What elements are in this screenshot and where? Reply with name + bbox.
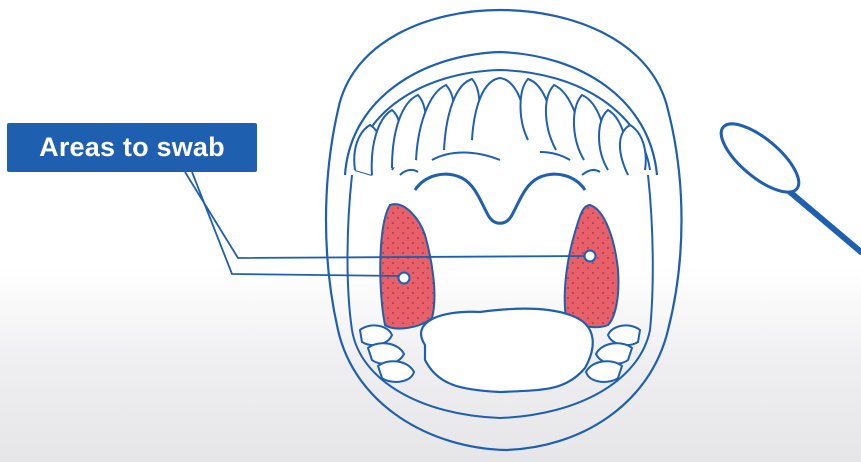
cavity-side-right — [648, 175, 653, 330]
left-tonsil — [380, 204, 434, 328]
right-tonsil — [565, 205, 619, 327]
tongue — [421, 309, 593, 392]
cotton-swab-icon — [711, 113, 861, 252]
cavity-side-left — [348, 175, 353, 330]
